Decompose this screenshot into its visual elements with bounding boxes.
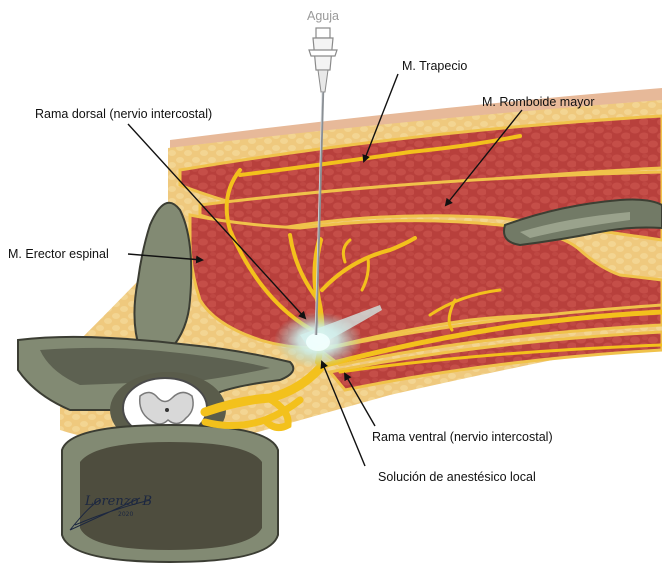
label-ventral-ramus: Rama ventral (nervio intercostal) [372,430,553,444]
label-trapezius: M. Trapecio [402,59,467,73]
label-anesthetic: Solución de anestésico local [378,470,536,484]
needle-flange [309,50,337,56]
needle-hub-cap [316,28,330,38]
label-dorsal-ramus: Rama dorsal (nervio intercostal) [35,107,212,121]
signature-year: 2020 [118,511,133,518]
needle-base [318,70,328,92]
anesthetic-core [306,333,330,351]
label-erector: M. Erector espinal [8,247,109,261]
label-rhomboid: M. Romboide mayor [482,95,595,109]
spinous-process [134,203,191,350]
signature-name: Lorenzo B [84,494,152,509]
label-needle: Aguja [307,9,339,23]
central-canal [165,408,169,412]
